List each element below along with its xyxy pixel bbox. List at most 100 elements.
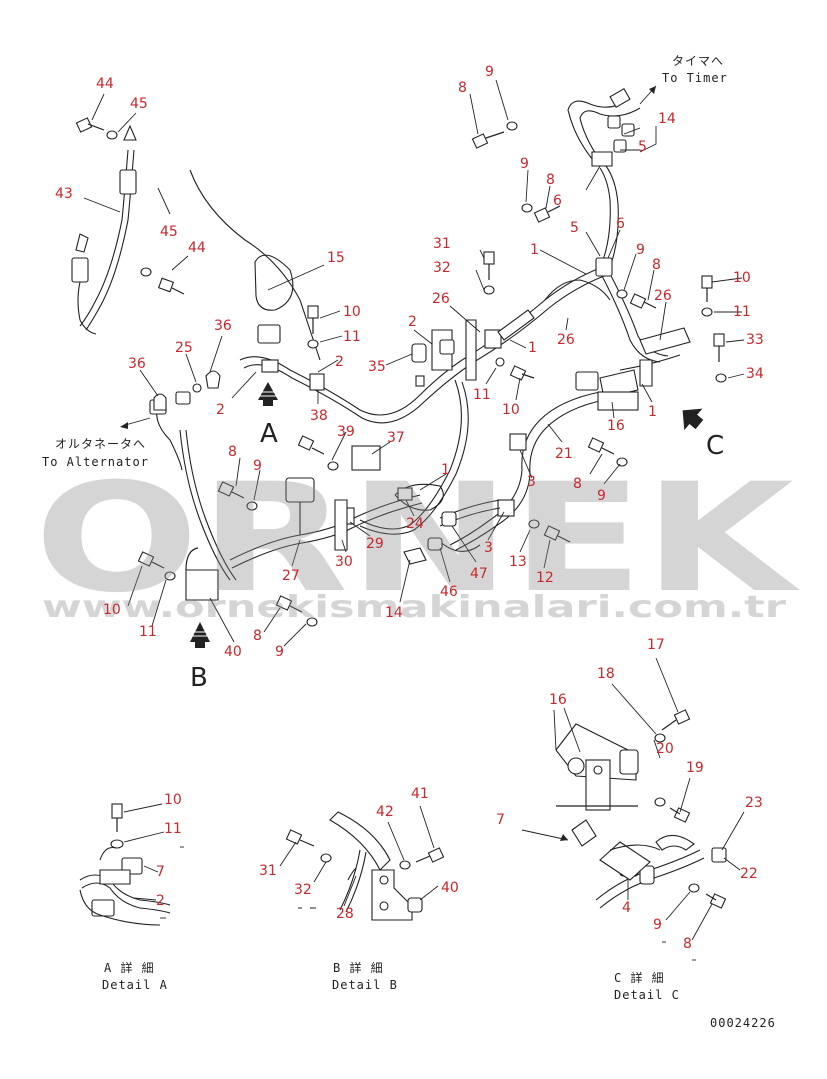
to-timer-label: To Timer bbox=[662, 71, 728, 85]
callout: 7 bbox=[496, 812, 505, 828]
callout: 40 bbox=[224, 644, 242, 660]
callout: 16 bbox=[607, 418, 625, 434]
callout: 16 bbox=[549, 692, 567, 708]
callout: 36 bbox=[214, 318, 232, 334]
callout: 2 bbox=[335, 354, 344, 370]
detail-b-drawing bbox=[285, 811, 445, 921]
callout: 34 bbox=[746, 366, 764, 382]
callout: 19 bbox=[686, 760, 704, 776]
drawing-number: 00024226 bbox=[710, 1016, 776, 1030]
main-harness bbox=[71, 85, 691, 601]
callout-numbers: 44 45 43 45 44 15 36 25 36 2 10 11 2 38 … bbox=[55, 64, 764, 952]
callout: 11 bbox=[473, 387, 491, 403]
callout: 10 bbox=[103, 602, 121, 618]
to-alternator-label: To Alternator bbox=[42, 455, 149, 469]
detail-a-title-jp: A 詳 細 bbox=[104, 960, 155, 975]
callout: 4 bbox=[622, 900, 631, 916]
callout: 42 bbox=[376, 804, 394, 820]
view-label-a: A bbox=[260, 419, 278, 449]
callout: 8 bbox=[652, 257, 661, 273]
callout: 21 bbox=[555, 446, 573, 462]
callout: 30 bbox=[335, 554, 353, 570]
callout: 29 bbox=[366, 536, 384, 552]
callout: 9 bbox=[275, 644, 284, 660]
callout: 1 bbox=[441, 462, 450, 478]
callout: 9 bbox=[636, 242, 645, 258]
callout: 9 bbox=[597, 488, 606, 504]
callout: 8 bbox=[573, 476, 582, 492]
callout: 45 bbox=[130, 96, 148, 112]
detail-marks bbox=[160, 846, 696, 961]
callout: 9 bbox=[653, 917, 662, 933]
callout: 1 bbox=[528, 340, 537, 356]
callout: 37 bbox=[387, 430, 405, 446]
callout: 35 bbox=[368, 359, 386, 375]
view-arrows bbox=[120, 382, 704, 648]
detail-c-title-jp: C 詳 細 bbox=[614, 970, 665, 985]
callout: 9 bbox=[485, 64, 494, 80]
callout: 44 bbox=[96, 76, 114, 92]
callout: 22 bbox=[740, 866, 758, 882]
callout: 31 bbox=[433, 236, 451, 252]
watermark-url: www.ornekismakinalari.com.tr bbox=[42, 590, 786, 625]
callout: 43 bbox=[55, 186, 73, 202]
callout: 41 bbox=[411, 786, 429, 802]
callout: 2 bbox=[216, 402, 225, 418]
callout: 17 bbox=[647, 637, 665, 653]
callout: 5 bbox=[638, 139, 647, 155]
callout: 10 bbox=[502, 402, 520, 418]
callout: 45 bbox=[160, 224, 178, 240]
to-alternator-label-jp: オルタネータへ bbox=[55, 437, 146, 451]
callout: 26 bbox=[654, 288, 672, 304]
callout: 15 bbox=[327, 250, 345, 266]
to-timer-label-jp: タイマへ bbox=[672, 54, 724, 68]
callout: 40 bbox=[441, 880, 459, 896]
detail-c-drawing bbox=[521, 709, 727, 909]
detail-b-title: Detail B bbox=[332, 978, 398, 992]
callout: 14 bbox=[385, 605, 403, 621]
callout: 2 bbox=[408, 314, 417, 330]
callout: 36 bbox=[128, 356, 146, 372]
callout: 8 bbox=[253, 628, 262, 644]
callout: 33 bbox=[746, 332, 764, 348]
callout: 44 bbox=[188, 240, 206, 256]
callout: 32 bbox=[294, 882, 312, 898]
callout: 5 bbox=[570, 220, 579, 236]
callout: 26 bbox=[557, 332, 575, 348]
callout: 11 bbox=[139, 624, 157, 640]
callout: 11 bbox=[733, 304, 751, 320]
callout: 31 bbox=[259, 863, 277, 879]
detail-a-drawing bbox=[79, 803, 171, 926]
view-label-b: B bbox=[190, 663, 208, 693]
callout: 47 bbox=[470, 566, 488, 582]
callout: 8 bbox=[228, 444, 237, 460]
watermark: ORNEK www.ornekismakinalari.com.tr bbox=[34, 452, 800, 626]
callout: 1 bbox=[648, 404, 657, 420]
callout: 10 bbox=[164, 792, 182, 808]
callout: 20 bbox=[656, 741, 674, 757]
callout: 28 bbox=[336, 906, 354, 922]
callout: 38 bbox=[310, 408, 328, 424]
callout: 24 bbox=[406, 516, 424, 532]
callout: 6 bbox=[616, 216, 625, 232]
callout: 9 bbox=[520, 156, 529, 172]
callout: 1 bbox=[530, 242, 539, 258]
callout: 25 bbox=[175, 340, 193, 356]
callout: 7 bbox=[156, 864, 165, 880]
callout: 10 bbox=[733, 270, 751, 286]
drawing-labels: タイマへ To Timer オルタネータへ To Alternator A B … bbox=[42, 54, 776, 1030]
callout: 8 bbox=[683, 936, 692, 952]
callout: 8 bbox=[458, 80, 467, 96]
callout: 2 bbox=[156, 893, 165, 909]
callout: 39 bbox=[337, 424, 355, 440]
callout: 6 bbox=[553, 193, 562, 209]
callout: 23 bbox=[745, 795, 763, 811]
callout: 11 bbox=[343, 329, 361, 345]
callout: 26 bbox=[432, 291, 450, 307]
callout: 14 bbox=[658, 111, 676, 127]
callout: 32 bbox=[433, 260, 451, 276]
detail-a-title: Detail A bbox=[102, 978, 168, 992]
detail-b-title-jp: B 詳 細 bbox=[333, 960, 384, 975]
callout: 46 bbox=[440, 584, 458, 600]
callout: 18 bbox=[597, 666, 615, 682]
